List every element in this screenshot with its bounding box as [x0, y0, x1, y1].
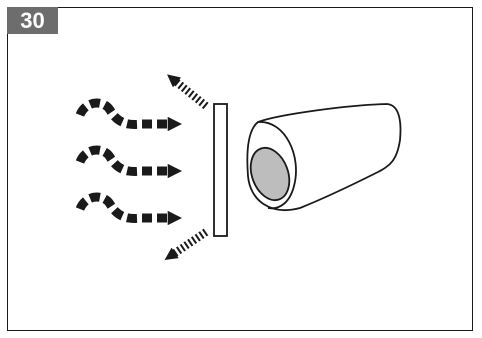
step-number-badge: 30	[7, 7, 58, 34]
airflow-arrow-middle-icon	[75, 145, 183, 179]
nozzle-icon	[246, 103, 402, 211]
deflected-arrow-up-icon	[167, 74, 209, 110]
nozzle-rim-icon	[257, 121, 297, 210]
nozzle-lens-icon	[249, 146, 291, 202]
airflow-arrow-bottom-icon	[75, 192, 183, 226]
filter-panel-icon	[213, 103, 228, 237]
airflow-arrow-top-icon	[75, 98, 183, 132]
incoming-airflow-arrows-icon	[75, 98, 183, 226]
deflected-airflow-arrows-icon	[164, 74, 209, 261]
deflected-arrow-down-icon	[164, 228, 209, 261]
instruction-panel	[7, 7, 473, 331]
